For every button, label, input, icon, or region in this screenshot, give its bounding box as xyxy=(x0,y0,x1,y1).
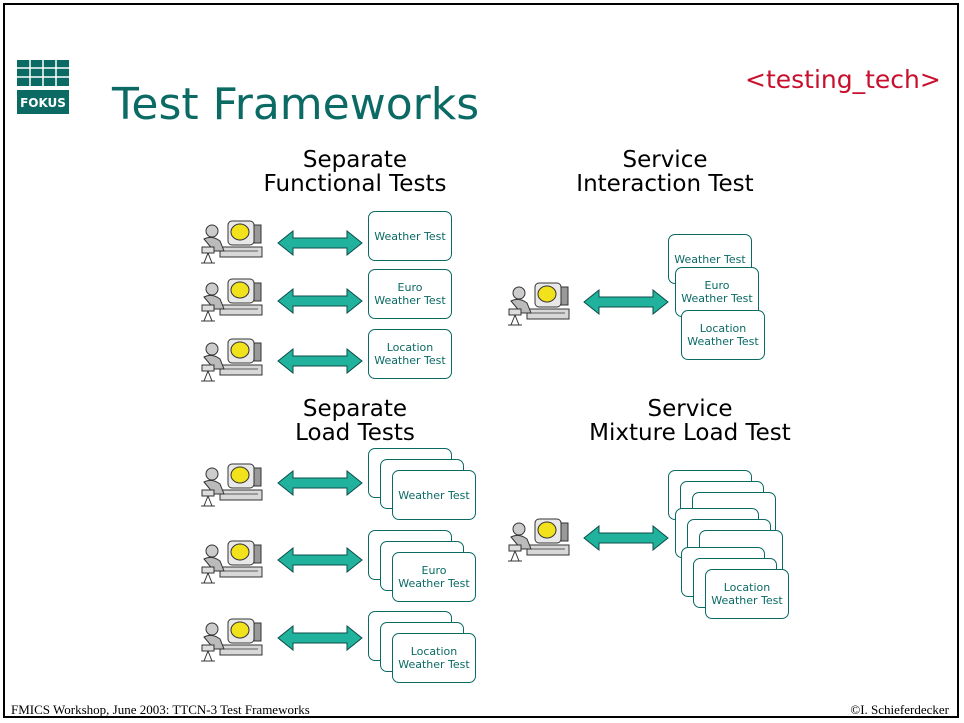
heading-load-tests: Separate Load Tests xyxy=(295,396,415,446)
double-arrow-icon xyxy=(277,230,363,256)
computer-user-icon xyxy=(198,217,268,265)
logo-text: FOKUS xyxy=(20,96,66,110)
double-arrow-icon xyxy=(277,470,363,496)
box-weather-test: Weather Test xyxy=(368,211,452,261)
computer-user-icon xyxy=(198,335,268,383)
box-location-weather-test: Location Weather Test xyxy=(392,633,476,683)
computer-user-icon xyxy=(505,279,575,327)
heading-interaction-test: Service Interaction Test xyxy=(576,147,754,197)
brand-logo-text: <testing_tech> xyxy=(745,65,941,94)
slide-title: Test Frameworks xyxy=(112,79,480,130)
double-arrow-icon xyxy=(583,289,669,315)
box-euro-weather-test: Euro Weather Test xyxy=(368,269,452,319)
double-arrow-icon xyxy=(277,547,363,573)
double-arrow-icon xyxy=(583,525,669,551)
slide: FOKUS Test Frameworks <testing_tech> Sep… xyxy=(3,3,959,718)
box-euro-weather-test: Euro Weather Test xyxy=(675,267,759,317)
double-arrow-icon xyxy=(277,288,363,314)
computer-user-icon xyxy=(198,615,268,663)
computer-user-icon xyxy=(505,515,575,563)
computer-user-icon xyxy=(198,460,268,508)
box-euro-weather-test: Euro Weather Test xyxy=(392,552,476,602)
heading-functional-tests: Separate Functional Tests xyxy=(263,147,447,197)
fokus-logo-icon: FOKUS xyxy=(15,58,71,116)
computer-user-icon xyxy=(198,275,268,323)
double-arrow-icon xyxy=(277,348,363,374)
box-weather-test: Weather Test xyxy=(392,470,476,520)
box-location-weather-test: Location Weather Test xyxy=(368,329,452,379)
box-location-weather-test: Location Weather Test xyxy=(705,569,789,619)
computer-user-icon xyxy=(198,537,268,585)
double-arrow-icon xyxy=(277,625,363,651)
footer-right: ©I. Schieferdecker xyxy=(850,702,949,717)
heading-mixture-load-test: Service Mixture Load Test xyxy=(589,396,791,446)
footer-left: FMICS Workshop, June 2003: TTCN-3 Test F… xyxy=(11,702,310,717)
box-location-weather-test: Location Weather Test xyxy=(681,310,765,360)
